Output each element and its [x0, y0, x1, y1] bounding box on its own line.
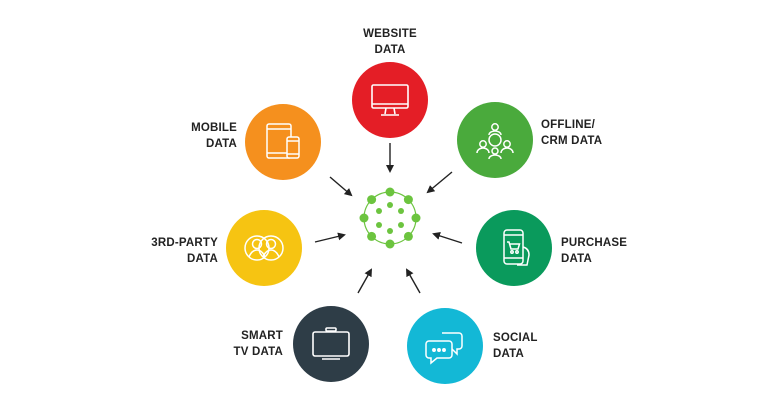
chat-bubbles-icon	[425, 332, 463, 365]
arrow-smart-tv	[357, 268, 372, 294]
arrow-third-party	[314, 232, 346, 243]
smart-tv-node	[293, 306, 369, 382]
monitor-icon	[371, 84, 409, 116]
arrow-social	[406, 268, 421, 294]
social-label: SOCIAL DATA	[493, 332, 538, 360]
third-party-label: 3RD-PARTY DATA	[151, 237, 218, 265]
mobile-node	[245, 104, 321, 180]
user-profiles-icon	[244, 235, 284, 261]
third-party-node	[226, 210, 302, 286]
offline-crm-label: OFFLINE/ CRM DATA	[541, 119, 603, 147]
smart-tv-label: SMART TV DATA	[233, 330, 283, 358]
offline-crm-node	[457, 102, 533, 178]
website-node	[352, 62, 428, 138]
purchase-node	[476, 210, 552, 286]
purchase-label: PURCHASE DATA	[561, 237, 628, 265]
arrow-offline	[426, 171, 453, 194]
network-hub-icon	[359, 187, 421, 249]
phone-cart-icon	[503, 229, 530, 266]
mobile-label: MOBILE DATA	[191, 122, 237, 150]
arrow-mobile	[329, 176, 353, 197]
arrow-purchase	[432, 232, 463, 244]
people-group-icon	[476, 123, 514, 160]
website-label: WEBSITE DATA	[363, 28, 417, 56]
tablet-phone-icon	[266, 123, 300, 159]
social-node	[407, 308, 483, 384]
tv-icon	[312, 327, 350, 360]
